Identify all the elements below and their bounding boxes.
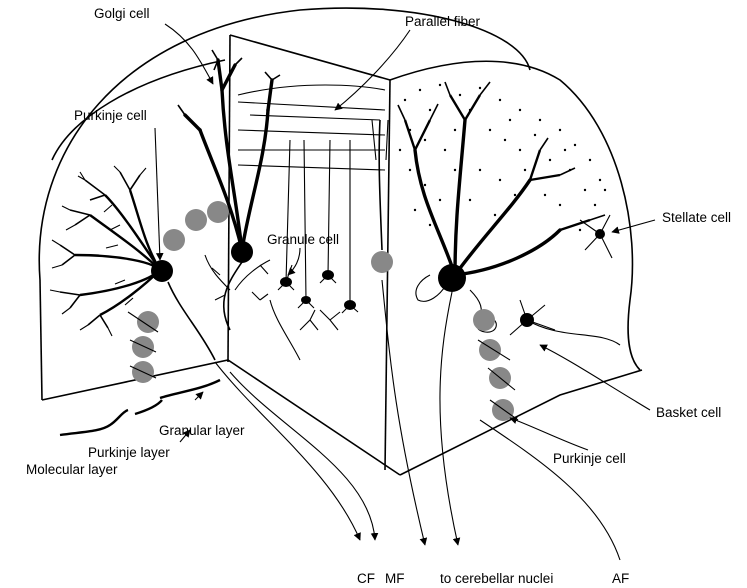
purkinje-dendritic-tree-right	[397, 81, 606, 292]
label-mf: MF	[385, 571, 405, 586]
afferent-efferent-fibers	[214, 279, 621, 561]
leader-lines	[154, 23, 656, 451]
stellate-cell	[579, 214, 613, 259]
granule-cells	[277, 139, 359, 314]
label-purkinje-cell-bottom: Purkinje cell	[553, 451, 626, 466]
label-granular-layer: Granular layer	[159, 423, 245, 438]
label-granule-cell: Granule cell	[267, 232, 339, 247]
label-basket-cell: Basket cell	[656, 405, 721, 420]
purkinje-cell-front-view	[177, 49, 281, 331]
layer-braces	[59, 378, 221, 437]
climbing-fiber-gray-cell	[371, 119, 393, 273]
label-cf: CF	[357, 571, 375, 586]
gray-cells-left-face	[127, 201, 229, 383]
parallel-fibers	[237, 101, 386, 171]
tissue-block-outline	[38, 7, 643, 476]
golgi-cell	[204, 254, 271, 301]
granule-dots	[398, 83, 607, 232]
label-molecular-layer: Molecular layer	[26, 462, 118, 477]
label-purkinje-layer: Purkinje layer	[88, 445, 170, 460]
label-golgi-cell: Golgi cell	[94, 6, 150, 21]
purkinje-cell-side-view	[49, 165, 216, 361]
label-to-cerebellar-nuclei: to cerebellar nuclei	[440, 571, 553, 586]
label-af: AF	[612, 571, 629, 586]
label-parallel-fiber: Parallel fiber	[405, 14, 481, 29]
label-purkinje-cell-top: Purkinje cell	[74, 108, 147, 123]
label-stellate-cell: Stellate cell	[662, 210, 731, 225]
mossy-fiber-terminals	[251, 291, 341, 361]
gray-cells-right-face	[473, 309, 519, 421]
labels: Golgi cell Parallel fiber Purkinje cell …	[26, 6, 731, 586]
